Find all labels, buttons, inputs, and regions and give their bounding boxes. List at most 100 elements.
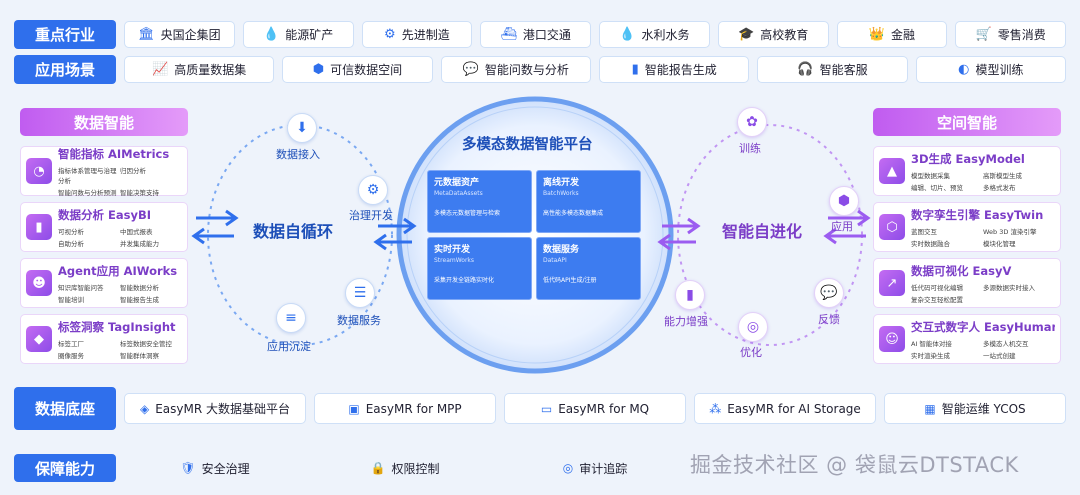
industries-label: 重点行业 <box>14 20 116 49</box>
scenario-chip[interactable]: ⬢可信数据空间 <box>282 56 433 83</box>
scenario-chip[interactable]: ▮智能报告生成 <box>598 56 750 83</box>
tag-icon: ◆ <box>26 326 52 352</box>
loop-diagram <box>191 96 871 374</box>
headset-icon: 🎧 <box>797 62 814 77</box>
industry-chip[interactable]: 👑金融 <box>836 21 948 48</box>
chat-icon: 💬 <box>462 62 479 77</box>
platform-module[interactable]: 元数据资产 MetaDataAssets 多模态元数据管理与检索 <box>427 170 532 233</box>
data-intelligence-panel: 数据智能 ◔ 智能指标 AIMetrics 指标体系管理与治理分析归因分析智能问… <box>20 108 188 364</box>
product-card[interactable]: ▮ 数据分析 EasyBI 可视分析中国式报表自助分析并发集成能力 <box>20 202 188 252</box>
scenarios-label: 应用场景 <box>14 55 116 84</box>
right-loop-step: 应用 <box>831 220 853 233</box>
assurance-row: 保障能力 🛡安全治理 🔒权限控制 ◎审计追踪 <box>14 454 1066 482</box>
bank-icon: 🏛 <box>138 27 155 42</box>
stack-icon: ≡ <box>276 303 306 333</box>
product-card[interactable]: ▲ 3D生成 EasyModel 模型数据采集高斯模型生成编辑、切片、预览多格式… <box>873 146 1061 196</box>
left-loop-title: 数据自循环 <box>253 222 334 241</box>
platform-modules: 元数据资产 MetaDataAssets 多模态元数据管理与检索 离线开发 Ba… <box>427 170 641 300</box>
gear-icon: ⚙ <box>358 175 388 205</box>
product-card[interactable]: ◔ 智能指标 AIMetrics 指标体系管理与治理分析归因分析智能问数与分析预… <box>20 146 188 197</box>
model-icon: ◐ <box>958 62 970 77</box>
pie-icon: ◔ <box>26 158 52 184</box>
left-double-arrow <box>191 209 239 245</box>
cube-icon: ⬢ <box>312 62 325 77</box>
layers-icon: ◈ <box>139 401 150 416</box>
scenario-chip[interactable]: ◐模型训练 <box>915 56 1066 83</box>
left-loop-step: 应用沉淀 <box>267 340 311 353</box>
left-loop-step: 治理开发 <box>349 209 393 222</box>
product-card[interactable]: ☺ 交互式数字人 EasyHuman AI 智能体对接多模态人机交互实时渲染生成… <box>873 314 1061 364</box>
industries-row: 重点行业 🏛央国企集团 💧能源矿产 ⚙先进制造 ⛴港口交通 💧水利水务 🎓高校教… <box>14 20 1066 49</box>
chat-icon: 💬 <box>814 278 844 308</box>
industry-chip[interactable]: ⛴港口交通 <box>480 21 591 48</box>
download-icon: ⬇ <box>287 113 317 143</box>
industry-chip[interactable]: 💧能源矿产 <box>242 21 354 48</box>
product-card[interactable]: ☻ Agent应用 AIWorks 知识库智能问答智能数据分析智能培训智能报告生… <box>20 258 188 308</box>
gear-icon: ⚙ <box>384 27 396 42</box>
robot-icon: ☻ <box>26 270 52 296</box>
assurance-item: ◎审计追踪 <box>562 461 628 476</box>
avatar-icon: ☺ <box>879 326 905 352</box>
brain-icon: ✿ <box>737 107 767 137</box>
foundation-chip[interactable]: ◈EasyMR 大数据基础平台 <box>124 393 306 424</box>
left-loop-step: 数据接入 <box>276 148 320 161</box>
bar-chart-icon: ▮ <box>631 62 639 77</box>
scenario-chip[interactable]: 🎧智能客服 <box>757 56 908 83</box>
ops-icon: ▦ <box>924 401 936 416</box>
platform-module[interactable]: 数据服务 DataAPI 低代码API生成/注册 <box>536 237 641 300</box>
assurance-item: 🛡安全治理 <box>180 461 250 476</box>
cart-icon: 🛒 <box>975 27 992 42</box>
platform-title: 多模态数据智能平台 <box>462 137 593 153</box>
database-icon: ☰ <box>345 278 375 308</box>
foundation-chip[interactable]: ▭EasyMR for MQ <box>504 393 686 424</box>
industry-chip[interactable]: 🎓高校教育 <box>717 21 829 48</box>
twin-icon: ⬡ <box>879 214 905 240</box>
foundation-chip[interactable]: ▣EasyMR for MPP <box>314 393 496 424</box>
industry-chip[interactable]: 🛒零售消费 <box>955 21 1066 48</box>
chip-icon: ▣ <box>348 401 360 416</box>
assurance-item: 🔒权限控制 <box>370 461 440 476</box>
foundation-label: 数据底座 <box>14 387 116 430</box>
ship-icon: ⛴ <box>500 27 517 42</box>
finance-icon: 👑 <box>868 27 885 42</box>
data-intelligence-title: 数据智能 <box>20 108 188 136</box>
water-icon: 💧 <box>619 27 636 42</box>
platform-module[interactable]: 离线开发 BatchWorks 高性能多模态数据集成 <box>536 170 641 233</box>
scenario-chip[interactable]: 📈高质量数据集 <box>124 56 275 83</box>
cube-icon: ⬢ <box>829 186 859 216</box>
platform-ring <box>396 96 674 374</box>
center-left-double-arrow <box>373 217 417 251</box>
energy-icon: 💧 <box>263 27 280 42</box>
industry-chip[interactable]: 🏛央国企集团 <box>124 21 235 48</box>
storage-icon: ⁂ <box>709 401 722 416</box>
right-loop-step: 训练 <box>739 142 761 155</box>
scenario-chip[interactable]: 💬智能问数与分析 <box>440 56 591 83</box>
right-loop-step: 优化 <box>740 346 762 359</box>
graduation-icon: 🎓 <box>738 27 755 42</box>
product-card[interactable]: ◆ 标签洞察 TagInsight 标签工厂标签数据安全管控圈像服务智能群体洞察 <box>20 314 188 364</box>
platform-module[interactable]: 实时开发 StreamWorks 采集开发全链路实时化 <box>427 237 532 300</box>
foundation-row: 数据底座 ◈EasyMR 大数据基础平台 ▣EasyMR for MPP ▭Ea… <box>14 387 1066 430</box>
bar-chart-icon: ▮ <box>26 214 52 240</box>
bar-growth-icon: ▮ <box>675 280 705 310</box>
foundation-chip[interactable]: ⁂EasyMR for AI Storage <box>694 393 876 424</box>
monitor-icon: ▭ <box>540 401 553 416</box>
spatial-intelligence-title: 空间智能 <box>873 108 1061 136</box>
foundation-chip[interactable]: ▦智能运维 YCOS <box>884 393 1066 424</box>
spatial-intelligence-panel: 空间智能 ▲ 3D生成 EasyModel 模型数据采集高斯模型生成编辑、切片、… <box>873 108 1061 364</box>
center-right-double-arrow <box>657 217 701 251</box>
3d-icon: ▲ <box>879 158 905 184</box>
shield-icon: 🛡 <box>180 461 196 475</box>
left-loop-step: 数据服务 <box>337 314 381 327</box>
scenarios-row: 应用场景 📈高质量数据集 ⬢可信数据空间 💬智能问数与分析 ▮智能报告生成 🎧智… <box>14 55 1066 84</box>
lock-icon: 🔒 <box>370 461 386 475</box>
right-loop-step: 能力增强 <box>664 315 708 328</box>
product-card[interactable]: ↗ 数据可视化 EasyV 低代码可视化编辑多源数据实时接入复杂交互轻松配置 <box>873 258 1061 308</box>
industry-chip[interactable]: ⚙先进制造 <box>361 21 473 48</box>
assurance-label: 保障能力 <box>14 454 116 482</box>
right-double-arrow <box>823 209 871 245</box>
target-icon: ◎ <box>562 461 574 475</box>
watermark: 掘金技术社区 @ 袋鼠云DTSTACK <box>690 453 1019 477</box>
industry-chip[interactable]: 💧水利水务 <box>599 21 710 48</box>
